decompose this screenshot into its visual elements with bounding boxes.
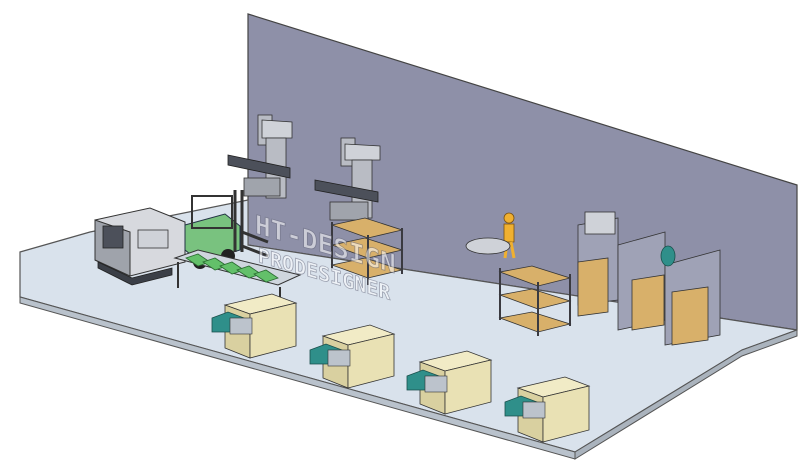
cnc-lathe [94, 207, 186, 286]
storage-shelf-1 [330, 217, 404, 285]
door-3 [671, 286, 709, 346]
machine-station-2 [309, 324, 396, 389]
door-1 [577, 257, 609, 317]
machine-station-1 [211, 293, 298, 359]
milling-machine-1 [227, 114, 293, 199]
milling-machine-2 [314, 137, 381, 221]
door-2 [631, 274, 665, 331]
roller-conveyor [173, 249, 302, 300]
machine-station-4 [504, 376, 591, 443]
storage-shelf-2 [498, 265, 572, 336]
machine-station-3 [406, 350, 493, 415]
floor-right-edge [574, 329, 798, 460]
worker-figure [465, 212, 516, 259]
